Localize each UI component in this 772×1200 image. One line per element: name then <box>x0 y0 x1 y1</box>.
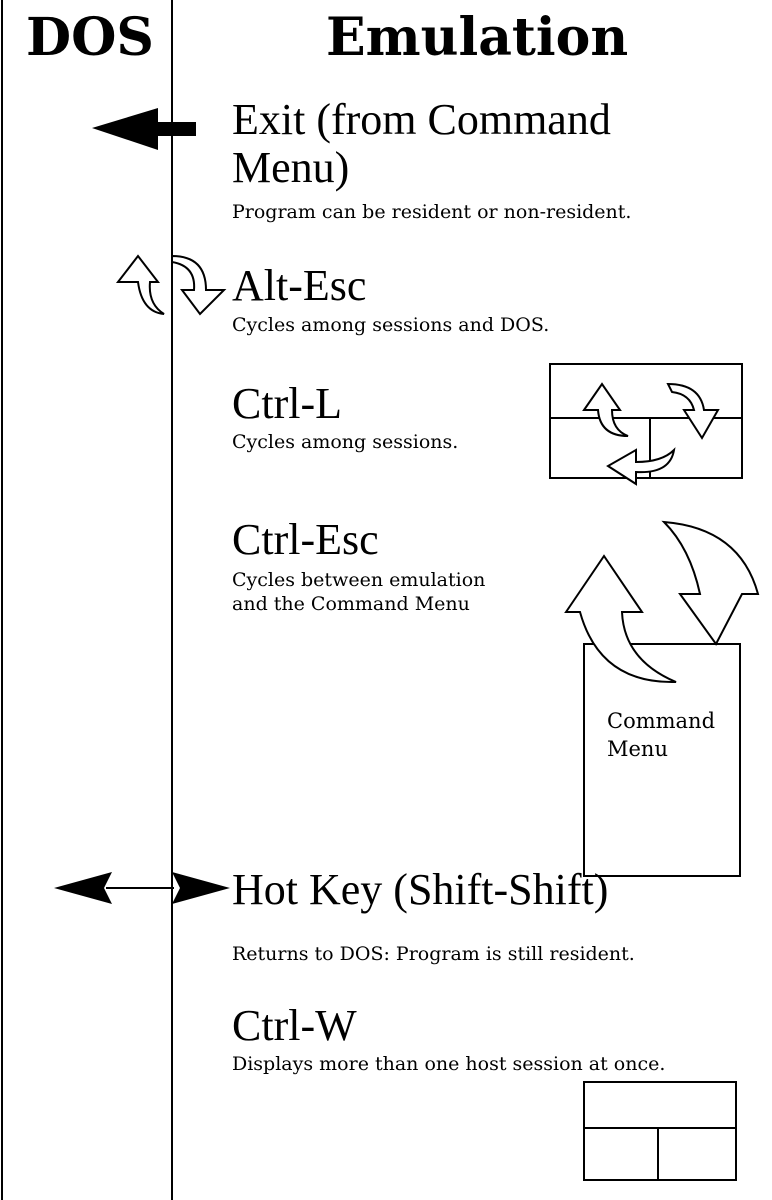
command-menu-line1: Command <box>607 709 716 733</box>
ctrl-w-desc: Displays more than one host session at o… <box>232 1053 666 1075</box>
ctrl-l-desc: Cycles among sessions. <box>232 431 459 453</box>
alt-esc-title: Alt-Esc <box>232 261 367 310</box>
ctrl-w-title: Ctrl-W <box>232 1001 357 1050</box>
ctrl-esc-desc-line1: Cycles between emulation <box>232 569 486 591</box>
exit-title: Exit (from Command Menu) <box>232 95 611 192</box>
hot-key-title: Hot Key (Shift-Shift) <box>232 865 609 914</box>
dos-header: DOS <box>26 7 154 68</box>
emulation-header: Emulation <box>326 7 629 68</box>
ctrl-esc-title: Ctrl-Esc <box>232 515 379 564</box>
hot-key-desc: Returns to DOS: Program is still residen… <box>232 943 635 965</box>
alt-esc-desc: Cycles among sessions and DOS. <box>232 314 550 336</box>
ctrl-esc-desc-line2: and the Command Menu <box>232 593 470 615</box>
ctrl-l-title: Ctrl-L <box>232 379 342 428</box>
command-menu-line2: Menu <box>607 737 668 761</box>
exit-desc: Program can be resident or non-resident. <box>232 201 632 223</box>
